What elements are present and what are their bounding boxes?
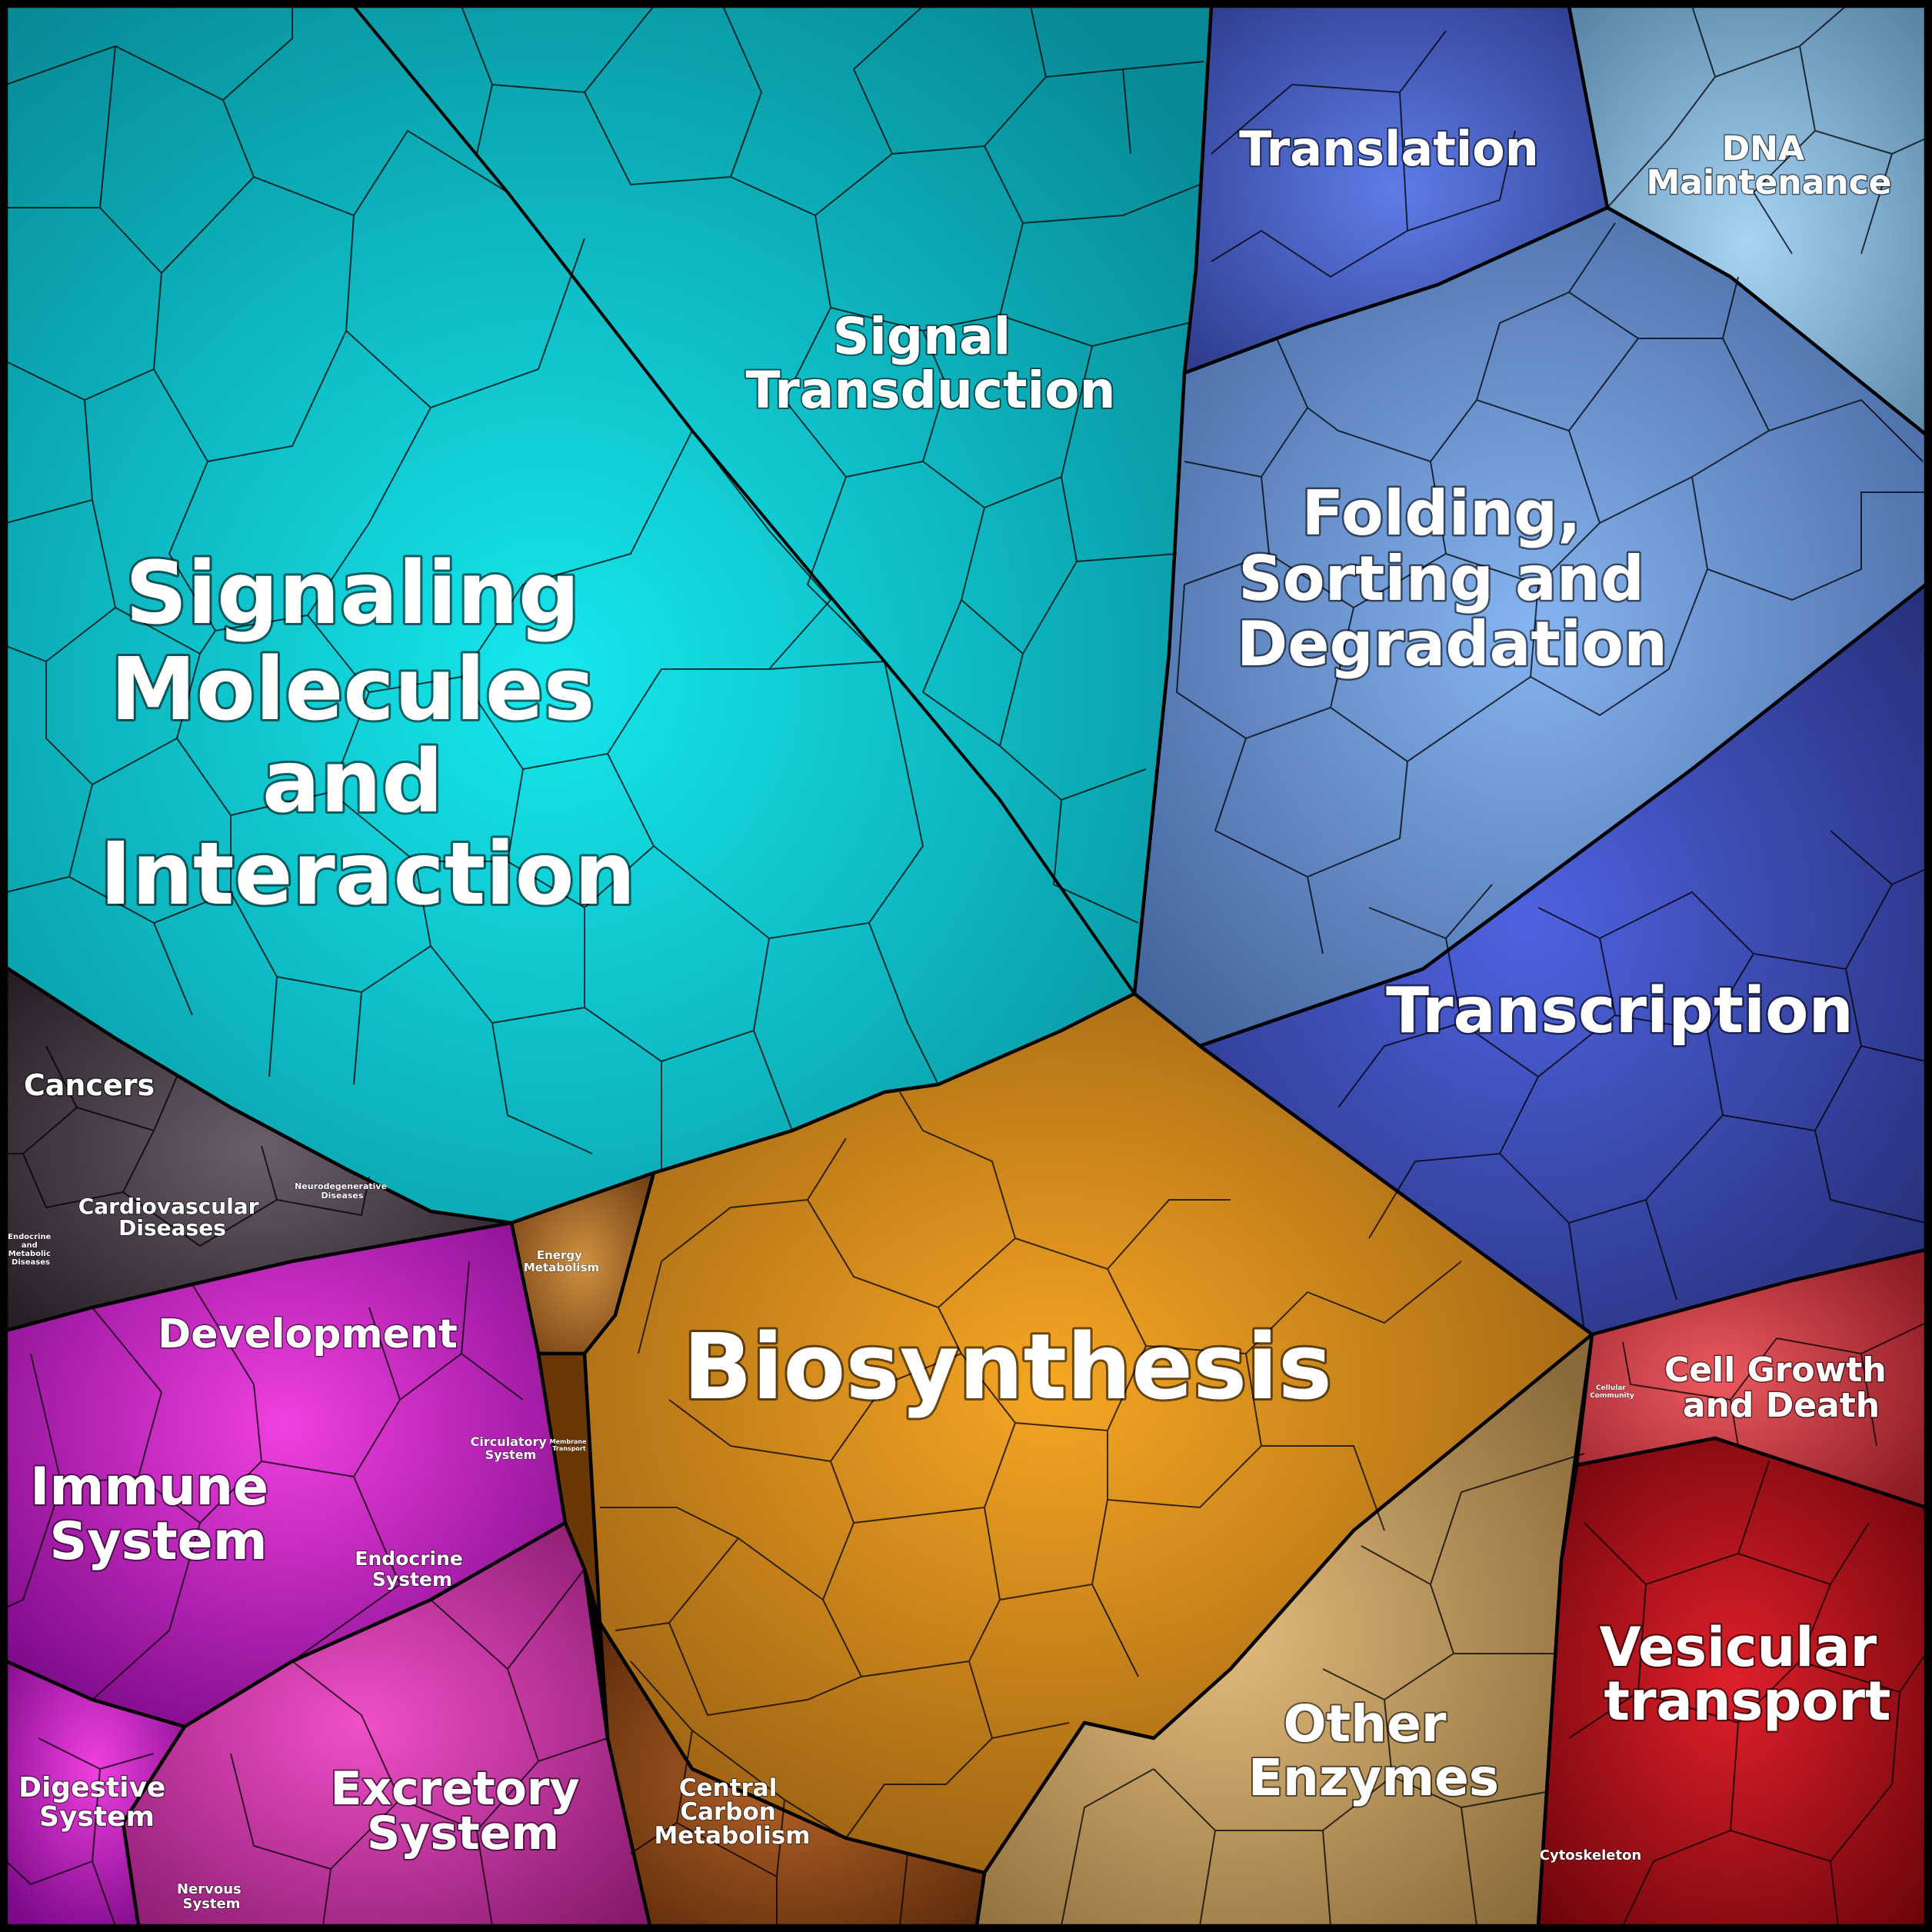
label-signal-transduction-line2: Transduction bbox=[746, 361, 1116, 420]
label-circulatory-line1: Circulatory bbox=[471, 1434, 548, 1449]
label-excretory-line1: Excretory bbox=[330, 1762, 579, 1816]
label-cell-growth-line1: Cell Growth bbox=[1664, 1351, 1887, 1390]
label-cytoskeleton: Cytoskeleton bbox=[1540, 1847, 1642, 1864]
label-neurodegenerative-line1: Neurodegenerative bbox=[295, 1181, 387, 1191]
label-signal-transduction-line1: Signal bbox=[833, 307, 1011, 366]
label-central-carbon-metabolism: Central Carbon Metabolism bbox=[654, 1774, 810, 1850]
label-nervous-line1: Nervous bbox=[177, 1881, 242, 1897]
label-circulatory-line2: System bbox=[485, 1447, 537, 1462]
label-endocrine-line1: Endocrine bbox=[355, 1547, 462, 1570]
label-other-enzymes-line2: Enzymes bbox=[1248, 1748, 1499, 1807]
label-immune-line1: Immune bbox=[30, 1457, 268, 1517]
label-cellular-community-line2: Community bbox=[1590, 1392, 1634, 1400]
label-vesicular-transport: Vesicular transport bbox=[1600, 1616, 1896, 1733]
label-signal-transduction: Signal Transduction bbox=[746, 307, 1116, 420]
label-digestive-line1: Digestive bbox=[18, 1772, 165, 1804]
label-excretory-system: Excretory System bbox=[330, 1762, 595, 1860]
label-membrane-transport: Membrane Transport bbox=[550, 1438, 589, 1452]
label-signaling-molecules-line3: and bbox=[262, 732, 443, 832]
label-dna-maintenance-line2: Maintenance bbox=[1646, 163, 1891, 202]
label-vesicular-line2: transport bbox=[1604, 1670, 1891, 1733]
label-nervous-system: Nervous System bbox=[177, 1881, 246, 1912]
label-cell-growth-line2: and Death bbox=[1683, 1386, 1880, 1425]
label-signaling-molecules-line1: Signaling bbox=[125, 544, 580, 644]
label-cardiovascular-line2: Diseases bbox=[118, 1215, 226, 1241]
label-transcription: Transcription bbox=[1386, 974, 1854, 1048]
label-cancers: Cancers bbox=[24, 1068, 155, 1102]
label-signaling-molecules: Signaling Molecules and Interaction bbox=[100, 544, 636, 924]
label-cellular-community-line1: Cellular bbox=[1596, 1384, 1626, 1392]
label-cardiovascular-diseases: Cardiovascular Diseases bbox=[78, 1194, 267, 1241]
label-endocrine-line2: System bbox=[372, 1568, 452, 1591]
label-membrane-line1: Membrane bbox=[550, 1438, 587, 1445]
label-biosynthesis: Biosynthesis bbox=[683, 1314, 1332, 1420]
label-energy-line1: Energy bbox=[537, 1248, 582, 1262]
label-central-carbon-line1: Central bbox=[679, 1774, 778, 1802]
label-endocrine-metabolic-line2: and bbox=[22, 1241, 38, 1250]
label-endocrine-metabolic-line3: Metabolic bbox=[8, 1250, 51, 1258]
label-endocrine-metabolic-line4: Diseases bbox=[12, 1258, 50, 1267]
label-dna-maintenance-line1: DNA bbox=[1722, 129, 1804, 168]
label-cell-growth-death: Cell Growth and Death bbox=[1664, 1351, 1898, 1425]
label-immune-system: Immune System bbox=[30, 1457, 287, 1572]
label-nervous-line2: System bbox=[183, 1896, 241, 1912]
label-endocrine-system: Endocrine System bbox=[355, 1547, 469, 1591]
label-neurodegenerative-diseases: Neurodegenerative Diseases bbox=[295, 1181, 390, 1201]
label-other-enzymes: Other Enzymes bbox=[1248, 1694, 1499, 1807]
label-membrane-line2: Transport bbox=[552, 1445, 586, 1452]
label-dna-maintenance: DNA Maintenance bbox=[1646, 129, 1891, 202]
label-endocrine-metabolic-diseases: Endocrine and Metabolic Diseases bbox=[8, 1233, 54, 1267]
label-excretory-line2: System bbox=[367, 1807, 559, 1860]
label-other-enzymes-line1: Other bbox=[1284, 1694, 1447, 1754]
label-folding-sorting: Folding, Sorting and Degradation bbox=[1237, 478, 1667, 680]
label-central-carbon-line3: Metabolism bbox=[654, 1822, 810, 1850]
subcell-edges bbox=[5, 5, 1927, 1927]
label-endocrine-metabolic-line1: Endocrine bbox=[8, 1233, 51, 1241]
label-neurodegenerative-line2: Diseases bbox=[321, 1191, 364, 1201]
label-digestive-line2: System bbox=[39, 1801, 155, 1833]
label-energy-metabolism: Energy Metabolism bbox=[524, 1248, 599, 1274]
label-energy-line2: Metabolism bbox=[524, 1261, 599, 1274]
label-signaling-molecules-line4: Interaction bbox=[100, 824, 636, 924]
label-immune-line2: System bbox=[49, 1511, 267, 1572]
label-vesicular-line1: Vesicular bbox=[1600, 1616, 1877, 1679]
label-development: Development bbox=[158, 1311, 458, 1357]
label-translation: Translation bbox=[1239, 121, 1539, 177]
label-signaling-molecules-line2: Molecules bbox=[111, 640, 595, 740]
label-folding-line3: Degradation bbox=[1237, 608, 1667, 680]
label-cellular-community: Cellular Community bbox=[1590, 1384, 1634, 1400]
region-membrane bbox=[536, 1351, 602, 1625]
label-folding-line2: Sorting and bbox=[1238, 543, 1644, 615]
label-folding-line1: Folding, bbox=[1302, 478, 1581, 549]
label-circulatory-system: Circulatory System bbox=[471, 1434, 551, 1462]
label-central-carbon-line2: Carbon bbox=[680, 1798, 776, 1826]
label-digestive-system: Digestive System bbox=[18, 1772, 175, 1833]
label-cardiovascular-line1: Cardiovascular bbox=[78, 1194, 259, 1219]
